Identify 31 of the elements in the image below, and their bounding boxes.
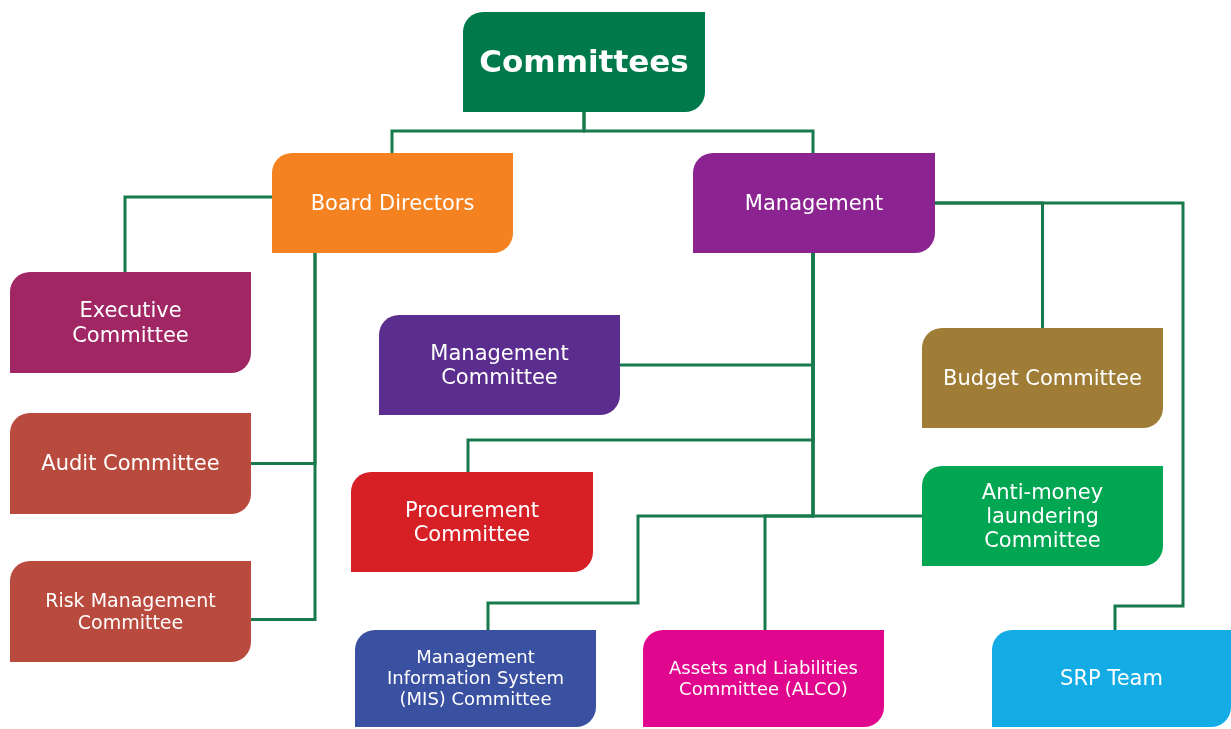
- committee-box: [992, 630, 1231, 727]
- box-label: Committees: [479, 44, 689, 80]
- box-label: Executive Committee: [71, 298, 190, 347]
- committee-box: [10, 413, 251, 514]
- box-label: Audit Committee: [41, 451, 220, 476]
- connector-line: [763, 253, 815, 630]
- connector-line: [251, 253, 317, 621]
- committee-box: [922, 466, 1163, 566]
- committee-box: [693, 153, 935, 253]
- committee-box: [463, 12, 705, 112]
- box-label: Management Committee: [429, 340, 570, 390]
- box-label: Board Directors: [310, 190, 475, 216]
- box-label: Management Information System (MIS) Committee: [385, 647, 565, 710]
- box-label: Budget Committee: [943, 365, 1142, 391]
- committee-box: [355, 630, 596, 727]
- connector-line: [582, 112, 815, 153]
- box-label: Assets and Liabilities Committee (ALCO): [668, 657, 859, 700]
- committee-box: [351, 472, 593, 572]
- committee-box: [922, 328, 1163, 428]
- box-label: SRP Team: [1060, 666, 1163, 691]
- box-label: Procurement Committee: [403, 497, 541, 547]
- box-label: Anti-money laundering Committee: [980, 479, 1105, 553]
- box-label: Risk Management Committee: [44, 589, 217, 634]
- committee-box: [10, 272, 251, 373]
- committee-box: [10, 561, 251, 662]
- connector-line: [935, 201, 1185, 630]
- connector-line: [123, 195, 272, 272]
- committee-box: [379, 315, 620, 415]
- committee-box: [643, 630, 884, 727]
- committee-box: [272, 153, 513, 253]
- box-label: Management: [744, 190, 884, 216]
